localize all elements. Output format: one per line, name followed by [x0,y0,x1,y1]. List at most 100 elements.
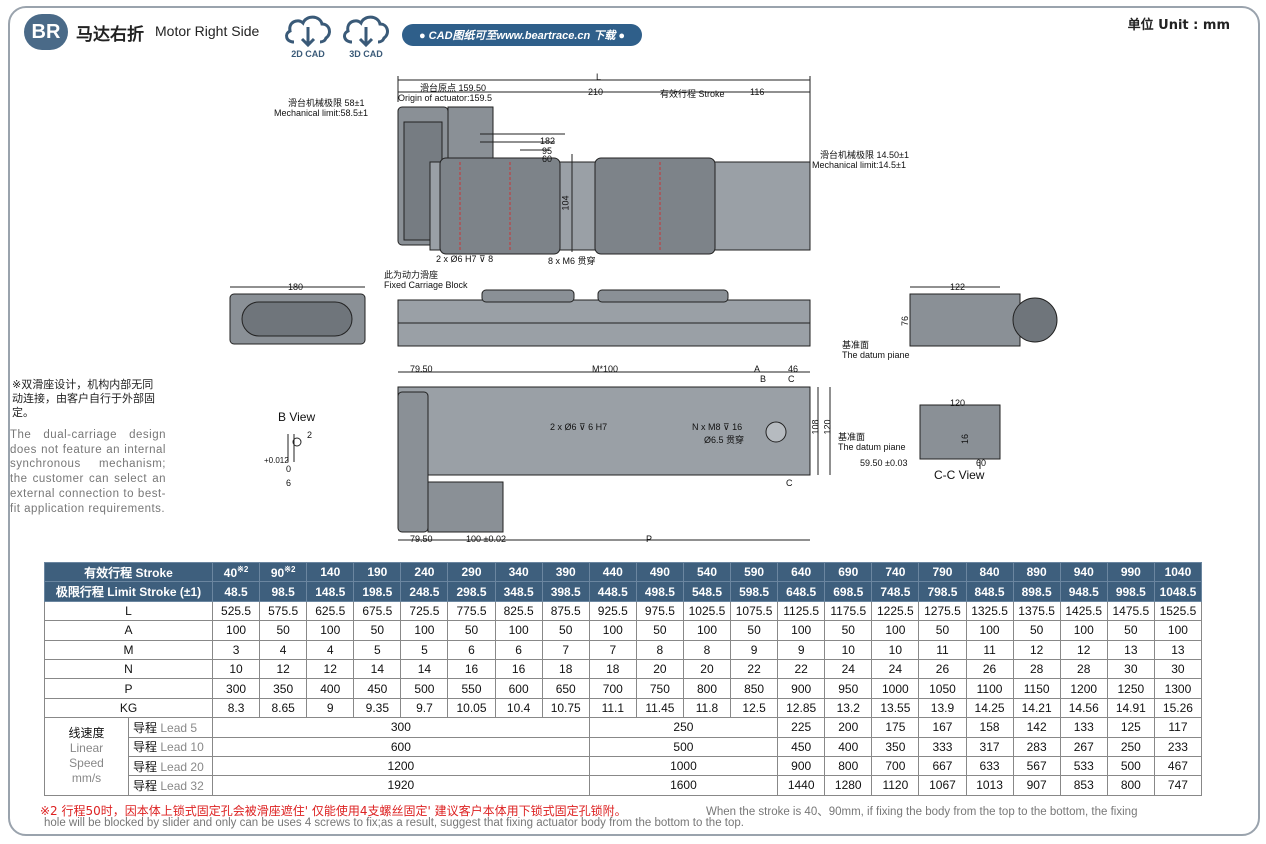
table-cell: 1175.5 [824,600,873,622]
table-cell: 100 [1153,620,1203,641]
table-cell: 12.5 [730,697,779,719]
table-cell: 300 [211,678,261,699]
footnote-zh: ※2 行程50时，因本体上锁式固定孔会被滑座遮住' 仅能使用4支螺丝固定' 建议… [40,804,627,818]
title-zh: 马达右折 [76,25,144,45]
dim-116: 116 [750,87,765,97]
speed-cell: 900 [777,755,826,777]
table-cell: 1225.5 [871,600,920,622]
table-cell: 50 [1012,620,1061,641]
cad-3d-button[interactable]: 3D CAD [340,12,392,62]
stroke-cell: 390 [541,561,590,583]
b-view-zero: 0 [286,464,292,474]
cad-2d-label: 2D CAD [291,49,325,59]
speed-cell: 1280 [824,775,873,796]
table-cell: 30 [1153,658,1203,680]
table-cell: 1475.5 [1106,600,1155,622]
table-cell: 100 [1059,620,1108,641]
table-cell: 950 [824,678,873,699]
table-cell: 1325.5 [965,600,1014,622]
speed-cell: 450 [777,736,826,757]
table-cell: 22 [777,658,826,680]
table-cell: 1025.5 [682,600,732,622]
stroke-label: 有效行程 Stroke [660,89,725,99]
speed-cell: 267 [1059,736,1108,757]
table-cell: 400 [306,678,355,699]
table-cell: 50 [730,620,779,641]
origin-zh: 滑台原点 159.50 [420,83,487,93]
table-cell: 12 [259,658,308,680]
table-cell: 7 [541,639,590,660]
table-cell: 450 [353,678,402,699]
stroke-cell: 940 [1059,561,1108,583]
speed-cell: 500 [1106,755,1155,777]
table-cell: 900 [777,678,826,699]
table-cell: 50 [635,620,684,641]
b-view-tol: +0.012 [264,456,289,465]
table-cell: 12 [1059,639,1108,660]
row-label: M [44,639,213,660]
limit-cell: 698.5 [824,581,873,602]
mech-right-zh: 滑台机械极限 14.50±1 [820,150,909,160]
stroke-cell: 890 [1012,561,1061,583]
table-cell: 8 [682,639,732,660]
table-cell: 8.3 [211,697,261,719]
table-cell: 1525.5 [1153,600,1203,622]
download-url-link[interactable]: ● CAD图纸可至www.beartrace.cn 下载 ● [402,24,642,46]
limit-cell: 1048.5 [1153,581,1203,602]
limit-cell: 98.5 [259,581,308,602]
stroke-cell: 490 [635,561,684,583]
dim-76: 76 [900,315,911,327]
lead-label: 导程 Lead 20 [128,755,213,777]
table-cell: 50 [259,620,308,641]
speed-cell: 167 [918,717,967,738]
speed-cell: 533 [1059,755,1108,777]
limit-cell: 248.5 [400,581,449,602]
lead-label: 导程 Lead 32 [128,775,213,796]
cad-2d-button[interactable]: 2D CAD [282,12,334,62]
table-cell: 14.56 [1059,697,1108,719]
table-cell: 18 [541,658,590,680]
side-view [229,286,1058,347]
table-cell: 100 [211,620,261,641]
table-cell: 7 [588,639,637,660]
table-cell: 10 [824,639,873,660]
b-view-six: 6 [286,478,292,488]
table-cell: 26 [918,658,967,680]
table-cell: 14.21 [1012,697,1061,719]
mech-left-en: Mechanical limit:58.5±1 [274,108,368,118]
dim-108: 108 [810,419,821,435]
limit-cell: 48.5 [211,581,261,602]
table-cell: 20 [635,658,684,680]
speed-cell: 907 [1012,775,1061,796]
table-cell: 11.45 [635,697,684,719]
table-cell: 13.55 [871,697,920,719]
dual-carriage-note-en: The dual-carriage design does not featur… [10,429,166,515]
speed-span-b: 250 [588,717,779,738]
table-cell: 600 [494,678,543,699]
label-C-bottom: C [786,478,793,488]
drawing-canvas [229,76,1058,541]
hole-spec-4a: N x M8 ⊽ 16 [692,422,743,432]
table-cell: 13.9 [918,697,967,719]
dual-carriage-note-zh: ※双滑座设计，机构内部无同动连接，由客户自行于外部固定。 [12,378,155,419]
hole-spec-2: 8 x M6 贯穿 [548,256,596,266]
row-label: KG [44,697,213,719]
table-cell: 1375.5 [1012,600,1061,622]
table-cell: 26 [965,658,1014,680]
table-cell: 16 [447,658,496,680]
top-view [397,76,811,255]
table-cell: 675.5 [353,600,402,622]
table-cell: 9 [306,697,355,719]
speed-span-b: 1000 [588,755,779,777]
table-cell: 10.05 [447,697,496,719]
table-cell: 925.5 [588,600,637,622]
limit-cell: 498.5 [635,581,684,602]
table-cell: 14.25 [965,697,1014,719]
